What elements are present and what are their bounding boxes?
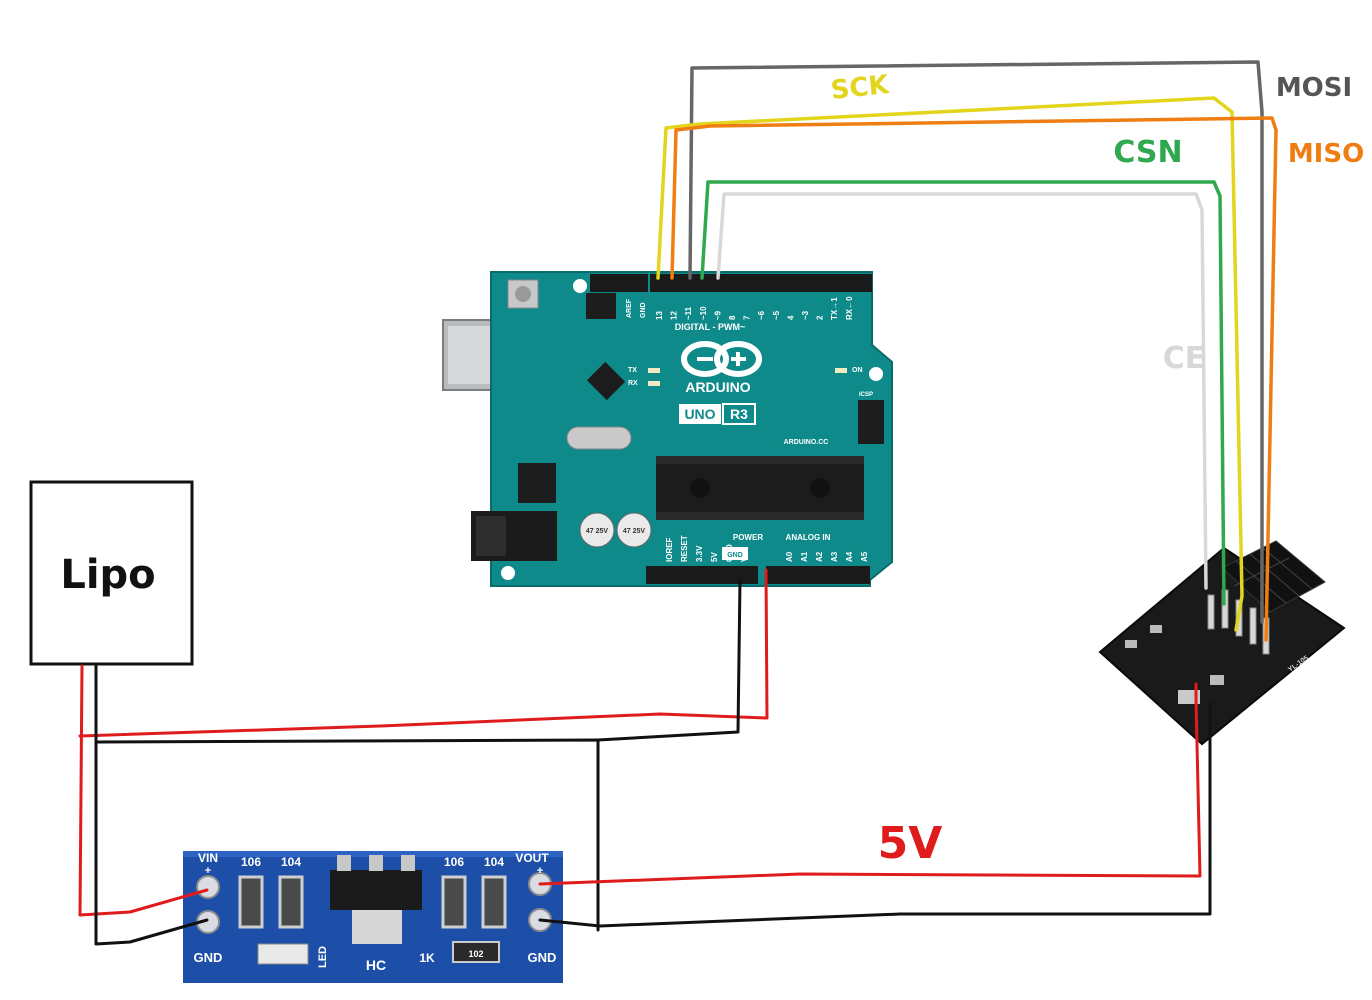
digital-pin-label-2: ~11: [684, 306, 693, 320]
vin-pad: [196, 875, 220, 899]
five-v-label: 5V: [878, 818, 943, 869]
wire-lipo-positive-to-vin: [78, 664, 209, 917]
power-header-label: POWER: [733, 533, 763, 542]
wire-miso: [670, 116, 1278, 642]
aref-label: AREF: [626, 298, 633, 318]
digital-pin-label-7: ~6: [757, 310, 766, 320]
vout-label: VOUT: [515, 851, 549, 865]
wire-mosi: [688, 60, 1264, 624]
cap-label-1: 106: [241, 855, 261, 869]
digital-pin-label-9: 4: [786, 315, 795, 320]
digital-pin-label-4: ~9: [713, 310, 722, 320]
arduino-model-r3: R3: [730, 406, 748, 422]
arduino-model-uno: UNO: [684, 406, 715, 422]
cap1-label: 47 25V: [586, 528, 609, 535]
digital-pin-label-10: ~3: [801, 310, 810, 320]
digital-pin-label-3: ~10: [699, 306, 708, 320]
wire-5v-to-nrf-vcc: [538, 682, 1202, 886]
digital-pin-label-6: 7: [743, 315, 752, 320]
rx-label: RX: [628, 380, 638, 387]
digital-header: [650, 274, 872, 292]
analog-header: [766, 566, 870, 584]
arduino-site: ARDUINO.CC: [784, 439, 829, 446]
power-pin-label-1: RESET: [680, 535, 689, 562]
digital-pin-label-8: ~5: [772, 310, 781, 320]
led-label: LED: [317, 946, 329, 968]
power-header: [646, 566, 758, 584]
vin-plus-label: +: [205, 865, 211, 877]
analog-header-label: ANALOG IN: [786, 533, 831, 542]
on-label: ON: [852, 367, 863, 374]
lipo-battery: Lipo: [29, 480, 194, 666]
hc-label: HC: [366, 957, 386, 973]
digital-pin-label-12: TX→1: [830, 297, 839, 320]
digital-pin-label-11: 2: [816, 315, 825, 320]
digital-pin-label-5: 8: [728, 315, 737, 320]
vin-label: VIN: [198, 851, 218, 865]
digital-pin-label-13: RX←0: [845, 296, 854, 320]
resistor-label: 102: [468, 949, 483, 959]
wire-sck: [656, 96, 1244, 632]
regulator-ic: [330, 870, 422, 910]
cap-label-2: 104: [281, 855, 301, 869]
analog-pin-labels: A0 A1 A2 A3 A4 A5: [785, 551, 869, 562]
analog-pin-label-0: A0: [785, 551, 794, 562]
wire-ce: [716, 192, 1208, 590]
tx-label: TX: [628, 367, 637, 374]
digital-pin-label-0: 13: [655, 311, 664, 320]
power-pin-label-2: 3.3V: [695, 545, 704, 562]
arduino-logo: [681, 341, 762, 377]
wire-lipo-ground-to-regulator: [94, 664, 209, 946]
atmega-chip: [656, 463, 864, 513]
wire-ground-to-nrf-gnd: [538, 702, 1212, 928]
digital-pin-labels: 13 12 ~11 ~10 ~9 8 7 ~6 ~5 4 ~3 2 TX→1 RX←0: [655, 296, 854, 320]
miso-label: MISO: [1288, 139, 1364, 169]
analog-pin-label-5: A5: [860, 551, 869, 562]
arduino-brand: ARDUINO: [685, 379, 750, 395]
analog-pin-label-2: A2: [815, 551, 824, 562]
cap-label-3: 106: [444, 855, 464, 869]
digital-header-label: DIGITAL - PWM~: [675, 322, 745, 332]
onek-label: 1K: [419, 951, 435, 965]
cap2-label: 47 25V: [623, 528, 646, 535]
wire-csn: [700, 180, 1226, 606]
gnd-box-label: GND: [727, 552, 743, 559]
power-pin-label-0: IOREF: [665, 537, 674, 562]
mosi-label: MOSI: [1276, 73, 1352, 103]
gnd-left-label: GND: [194, 950, 223, 965]
analog-pin-label-4: A4: [845, 551, 854, 562]
csn-label: CSN: [1113, 135, 1182, 170]
wire-lipo-positive-to-arduino-vin: [78, 568, 769, 738]
gnd-top-label: GND: [640, 302, 647, 318]
ams1117-regulator-board: VIN + VOUT + GND GND 106 104 106 104 LED…: [183, 851, 563, 983]
digital-pin-label-1: 12: [670, 311, 679, 320]
cap-label-4: 104: [484, 855, 504, 869]
vout-plus-label: +: [537, 865, 543, 877]
wire-ground-to-arduino-gnd: [596, 578, 742, 742]
lipo-label: Lipo: [60, 552, 155, 598]
sck-label: SCK: [829, 70, 891, 106]
arduino-uno-board: 47 25V 47 25V ARDUINO UNO R3 ARDUINO.CC …: [442, 271, 893, 587]
icsp-header: [858, 400, 884, 444]
icsp-label: ICSP: [859, 392, 873, 398]
power-pin-label-3: 5V: [710, 552, 719, 562]
analog-pin-label-1: A1: [800, 551, 809, 562]
gnd-right-label: GND: [528, 950, 557, 965]
ce-label: CE: [1163, 341, 1206, 376]
analog-pin-label-3: A3: [830, 551, 839, 562]
